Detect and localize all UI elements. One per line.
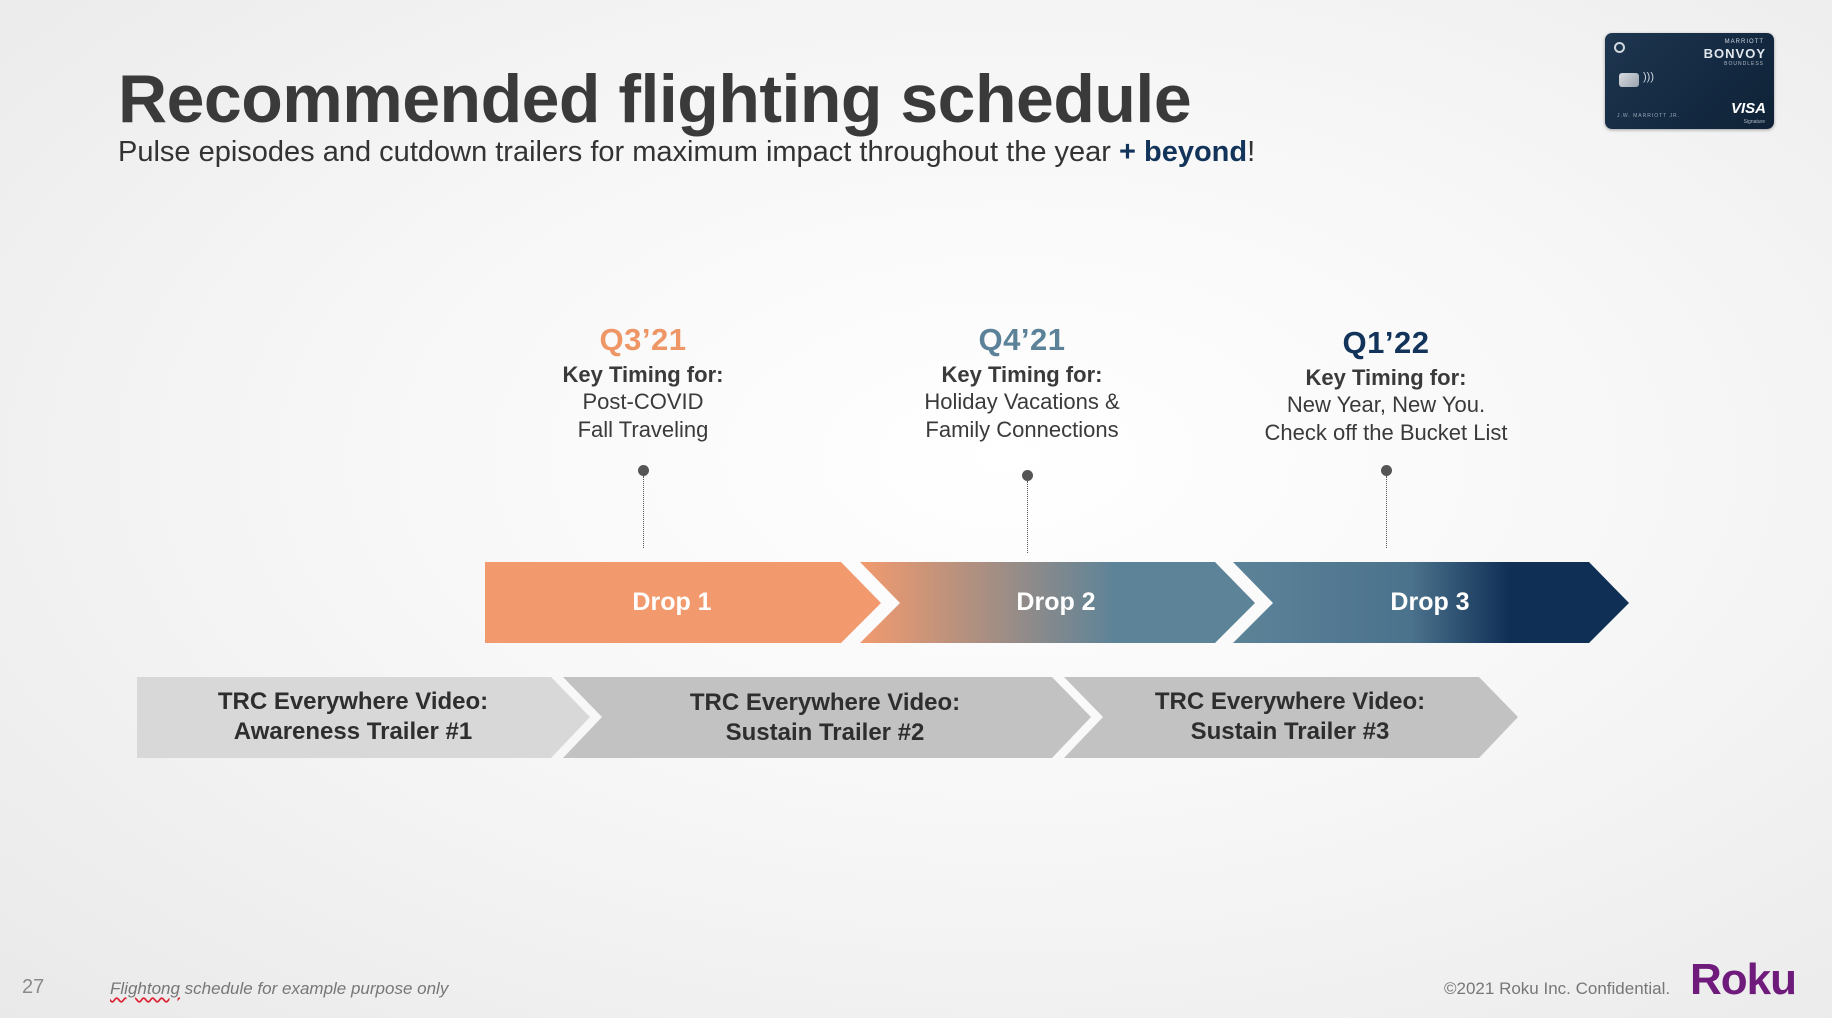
card-holder: J.W. MARRIOTT JR. [1617, 113, 1681, 119]
misspelled-word: Flightong [110, 979, 180, 998]
trailer-line: Sustain Trailer #3 [1190, 718, 1390, 745]
footer-disclaimer: Flightong schedule for example purpose o… [110, 979, 448, 999]
trailer-line: TRC Everywhere Video: [689, 689, 961, 716]
quarter-line: Fall Traveling [577, 417, 709, 442]
card-chip-icon [1619, 73, 1639, 87]
quarter-label: Q4’21 [978, 322, 1066, 357]
trailer-label-2: TRC Everywhere Video: Sustain Trailer #2 [655, 688, 995, 748]
timeline-pin-stem [1386, 476, 1387, 548]
drop-label-3: Drop 3 [1390, 588, 1470, 616]
footer-copyright: ©2021 Roku Inc. Confidential. [1444, 979, 1671, 998]
drop-label-1: Drop 1 [632, 588, 712, 616]
card-network-sub: Signature [1743, 119, 1765, 125]
trailer-line: Awareness Trailer #1 [233, 718, 473, 745]
quarter-line: Post-COVID [582, 389, 704, 414]
card-brand-top: MARRIOTT [1724, 39, 1764, 45]
quarter-key: Key Timing for: [562, 362, 724, 387]
contactless-icon: ))) [1643, 71, 1654, 83]
drop-arrow-1 [485, 562, 881, 643]
quarter-q4-21: Q4’21 Key Timing for: Holiday Vacations … [872, 322, 1172, 444]
credit-card-image: MARRIOTT BONVOY BOUNDLESS ))) J.W. MARRI… [1605, 33, 1774, 129]
timeline-pin-dot [1381, 465, 1392, 476]
timeline-pin-stem [1027, 481, 1028, 553]
slide-subtitle: Pulse episodes and cutdown trailers for … [118, 136, 1255, 169]
subtitle-text: Pulse episodes and cutdown trailers for … [118, 136, 1119, 168]
quarter-line: New Year, New You. [1286, 392, 1486, 417]
page-number: 27 [22, 976, 45, 998]
timeline-pin-dot [638, 465, 649, 476]
subtitle-end: ! [1247, 136, 1256, 168]
trailer-label-3: TRC Everywhere Video: Sustain Trailer #3 [1120, 687, 1460, 747]
quarter-label: Q3’21 [599, 322, 687, 357]
timeline-pin-dot [1022, 470, 1033, 481]
timeline-pin-stem [643, 476, 644, 548]
quarter-key: Key Timing for: [941, 362, 1103, 387]
trailer-line: TRC Everywhere Video: [1154, 688, 1426, 715]
quarter-label: Q1’22 [1342, 325, 1430, 360]
trailer-line: TRC Everywhere Video: [217, 688, 489, 715]
card-ring-icon [1614, 42, 1625, 53]
quarter-key: Key Timing for: [1305, 365, 1467, 390]
trailer-arrow-3 [1064, 677, 1518, 758]
trailer-arrow-1 [137, 677, 590, 758]
slide-title: Recommended flighting schedule [118, 61, 1192, 137]
trailer-arrow-2 [563, 677, 1091, 758]
subtitle-accent: + beyond [1119, 136, 1248, 168]
quarter-q1-22: Q1’22 Key Timing for: New Year, New You.… [1236, 325, 1536, 447]
card-brand: BONVOY [1703, 46, 1766, 61]
card-brand-sub: BOUNDLESS [1724, 61, 1764, 67]
quarter-line: Family Connections [925, 417, 1119, 442]
trailer-line: Sustain Trailer #2 [725, 719, 925, 746]
drop-arrow-3 [1233, 562, 1629, 643]
drop-label-2: Drop 2 [1016, 588, 1096, 616]
quarter-line: Holiday Vacations & [924, 389, 1120, 414]
roku-logo: Roku [1690, 955, 1797, 1004]
trailer-label-1: TRC Everywhere Video: Awareness Trailer … [183, 687, 523, 747]
quarter-line: Check off the Bucket List [1264, 420, 1508, 445]
quarter-q3-21: Q3’21 Key Timing for: Post-COVID Fall Tr… [493, 322, 793, 444]
card-network: VISA [1730, 100, 1766, 117]
drop-arrow-2 [860, 562, 1255, 643]
disclaimer-text: schedule for example purpose only [179, 979, 449, 998]
